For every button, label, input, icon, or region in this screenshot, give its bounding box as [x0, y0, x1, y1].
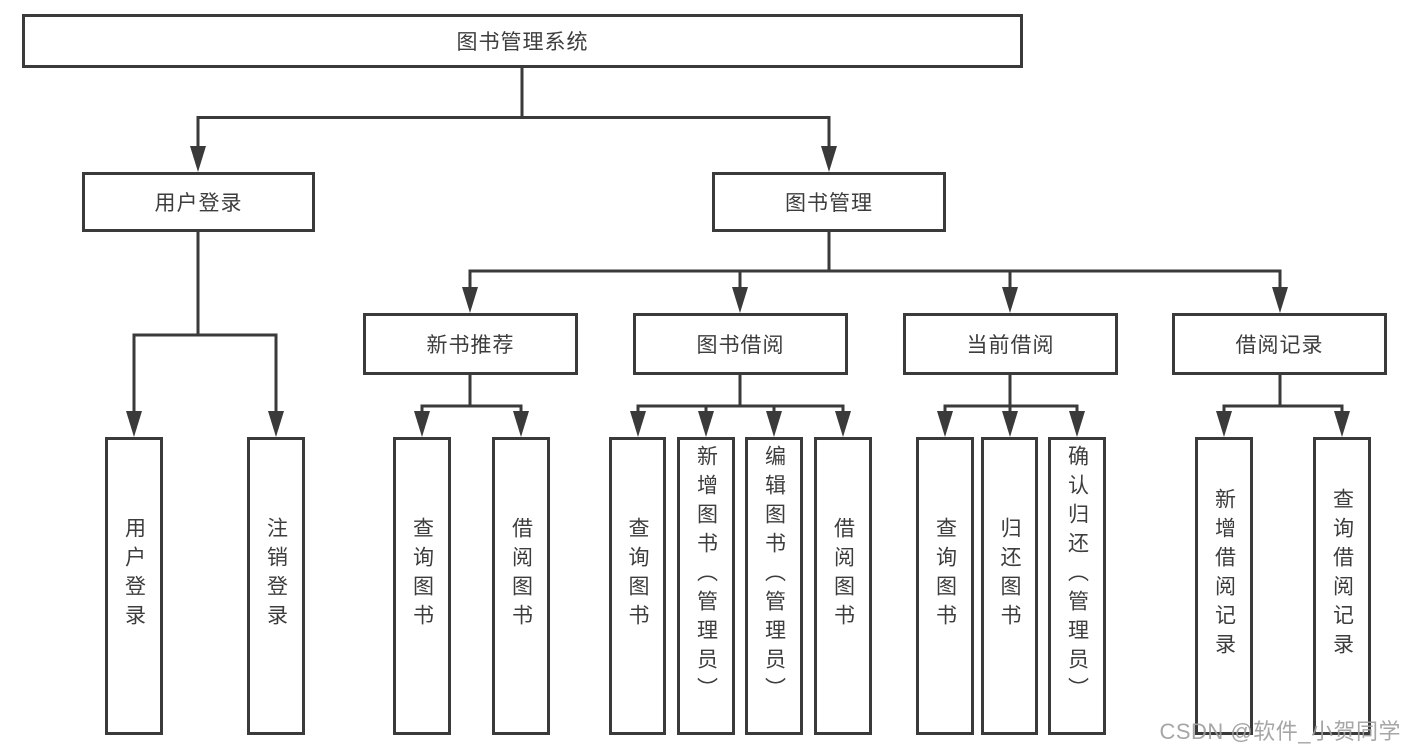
node-current-borrowing: 当前借阅	[903, 313, 1118, 375]
node-label: 编辑图书（管理员）	[762, 444, 786, 706]
arrowhead	[126, 411, 142, 437]
leaf-add-books-admin: 新增图书（管理员）	[677, 437, 735, 735]
arrowhead	[630, 411, 646, 437]
leaf-query-books-recommend: 查询图书	[393, 437, 451, 735]
node-label: 查询图书	[626, 517, 649, 633]
node-label: 确认归还（管理员）	[1065, 444, 1089, 706]
node-borrowing-records: 借阅记录	[1172, 313, 1387, 375]
arrowhead	[766, 411, 782, 437]
arrowhead	[698, 411, 714, 437]
arrowhead	[937, 411, 953, 437]
node-label: 图书管理系统	[456, 31, 589, 54]
arrowhead	[835, 411, 851, 437]
leaf-user-login: 用户登录	[105, 437, 163, 735]
node-label: 用户登录	[154, 192, 243, 215]
node-user-login: 用户登录	[82, 172, 315, 232]
node-label: 注销登录	[264, 517, 288, 633]
arrowhead	[1002, 411, 1018, 437]
arrowhead	[268, 411, 284, 437]
arrowhead	[1216, 411, 1232, 437]
leaf-return-books: 归还图书	[981, 437, 1038, 735]
node-label: 新书推荐	[426, 334, 515, 357]
connector-borrow-stem	[636, 373, 845, 416]
node-label: 查询图书	[933, 517, 957, 633]
node-new-book-recommend: 新书推荐	[363, 313, 578, 375]
node-label: 借阅图书	[509, 517, 533, 633]
node-label: 用户登录	[122, 517, 146, 633]
connector-current-stem	[943, 373, 1079, 416]
arrowheads	[126, 146, 1350, 437]
arrowhead	[821, 146, 837, 172]
leaf-borrow-books-recommend: 借阅图书	[492, 437, 550, 735]
arrowhead	[732, 287, 748, 313]
node-label: 查询借阅记录	[1330, 488, 1354, 662]
connector-root-stem	[196, 65, 831, 152]
connector-records-stem	[1222, 373, 1344, 416]
leaf-query-books-borrowing: 查询图书	[609, 437, 666, 735]
node-label: 当前借阅	[966, 334, 1055, 357]
arrowhead	[513, 411, 529, 437]
leaf-add-borrow-record: 新增借阅记录	[1195, 437, 1253, 735]
connector-login-stem	[132, 229, 278, 416]
node-book-borrowing: 图书借阅	[633, 313, 848, 375]
node-label: 借阅记录	[1235, 334, 1324, 357]
leaf-query-books-current: 查询图书	[916, 437, 974, 735]
leaf-confirm-return-admin: 确认归还（管理员）	[1048, 437, 1106, 735]
csdn-watermark: CSDN @软件_小贺同学	[1159, 719, 1401, 744]
node-label: 图书管理	[785, 192, 873, 215]
connector-newbook-stem	[420, 373, 523, 416]
leaf-logout: 注销登录	[247, 437, 305, 735]
arrowhead	[1069, 411, 1085, 437]
node-label: 归还图书	[998, 517, 1021, 633]
node-label: 借阅图书	[831, 517, 855, 633]
node-label: 新增图书（管理员）	[694, 444, 718, 706]
arrowhead	[1334, 411, 1350, 437]
node-library-management-system: 图书管理系统	[22, 14, 1023, 68]
arrowhead	[190, 146, 206, 172]
arrowhead	[1002, 287, 1018, 313]
leaf-edit-books-admin: 编辑图书（管理员）	[745, 437, 803, 735]
leaf-borrow-books: 借阅图书	[814, 437, 872, 735]
node-label: 新增借阅记录	[1212, 488, 1236, 662]
node-book-management: 图书管理	[712, 172, 946, 232]
arrowhead	[414, 411, 430, 437]
arrowhead	[1272, 287, 1288, 313]
leaf-query-borrow-record: 查询借阅记录	[1313, 437, 1371, 735]
arrowhead	[462, 287, 478, 313]
node-label: 查询图书	[410, 517, 434, 633]
node-label: 图书借阅	[696, 334, 785, 357]
connector-mgmt-stem	[468, 229, 1282, 292]
